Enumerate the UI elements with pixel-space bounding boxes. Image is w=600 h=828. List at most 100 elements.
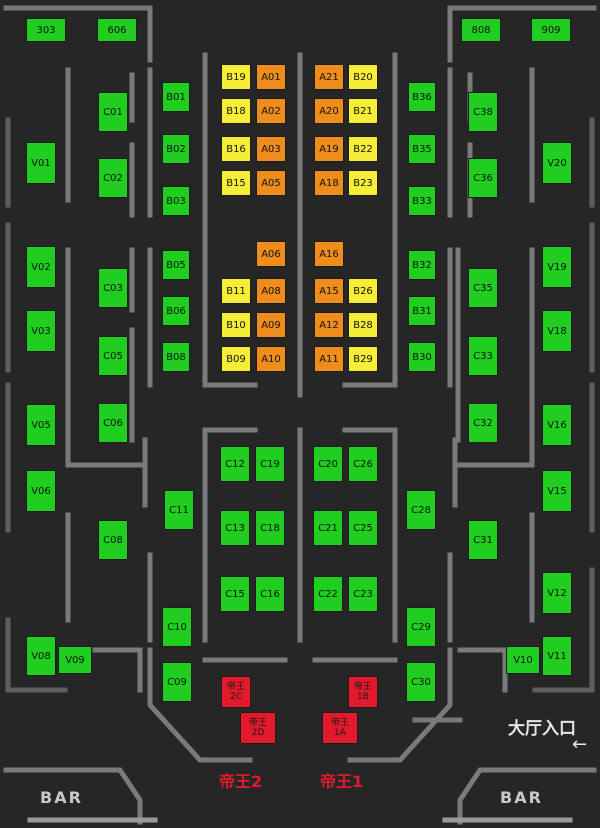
seat-C30[interactable]: C30 xyxy=(406,662,436,702)
seat-303[interactable]: 303 xyxy=(26,18,66,42)
seat-C18[interactable]: C18 xyxy=(255,510,285,546)
seat-C38[interactable]: C38 xyxy=(468,92,498,132)
seat-C11[interactable]: C11 xyxy=(164,490,194,530)
seat-C13[interactable]: C13 xyxy=(220,510,250,546)
seat-king-2C[interactable]: 帝王 2C xyxy=(221,676,251,708)
seat-C32[interactable]: C32 xyxy=(468,403,498,443)
seat-A08[interactable]: A08 xyxy=(256,278,286,304)
seat-V12[interactable]: V12 xyxy=(542,572,572,614)
seat-V20[interactable]: V20 xyxy=(542,142,572,184)
seat-A20[interactable]: A20 xyxy=(314,98,344,124)
seat-A10[interactable]: A10 xyxy=(256,346,286,372)
seat-C20[interactable]: C20 xyxy=(313,446,343,482)
seat-B02[interactable]: B02 xyxy=(162,134,190,164)
seat-C23[interactable]: C23 xyxy=(348,576,378,612)
seat-B31[interactable]: B31 xyxy=(408,296,436,326)
seat-B28[interactable]: B28 xyxy=(348,312,378,338)
seat-C01[interactable]: C01 xyxy=(98,92,128,132)
seat-B32[interactable]: B32 xyxy=(408,250,436,280)
seat-C21[interactable]: C21 xyxy=(313,510,343,546)
king-2C-name: 帝王 xyxy=(226,682,245,692)
seat-V19[interactable]: V19 xyxy=(542,246,572,288)
seat-C28[interactable]: C28 xyxy=(406,490,436,530)
seat-B06[interactable]: B06 xyxy=(162,296,190,326)
seat-B30[interactable]: B30 xyxy=(408,342,436,372)
seat-A05[interactable]: A05 xyxy=(256,170,286,196)
seat-808[interactable]: 808 xyxy=(461,18,501,42)
seat-V15[interactable]: V15 xyxy=(542,470,572,512)
seat-606[interactable]: 606 xyxy=(97,18,137,42)
seat-B33[interactable]: B33 xyxy=(408,186,436,216)
king-1-label: 帝王1 xyxy=(320,772,364,791)
seat-B10[interactable]: B10 xyxy=(221,312,251,338)
seat-B09[interactable]: B09 xyxy=(221,346,251,372)
seat-A09[interactable]: A09 xyxy=(256,312,286,338)
seat-B36[interactable]: B36 xyxy=(408,82,436,112)
seat-B22[interactable]: B22 xyxy=(348,136,378,162)
seat-V06[interactable]: V06 xyxy=(26,470,56,512)
seat-C31[interactable]: C31 xyxy=(468,520,498,560)
seat-B03[interactable]: B03 xyxy=(162,186,190,216)
seat-B15[interactable]: B15 xyxy=(221,170,251,196)
seat-B11[interactable]: B11 xyxy=(221,278,251,304)
seat-C16[interactable]: C16 xyxy=(255,576,285,612)
seat-V09[interactable]: V09 xyxy=(58,646,92,674)
seat-A11[interactable]: A11 xyxy=(314,346,344,372)
seat-C19[interactable]: C19 xyxy=(255,446,285,482)
seat-B29[interactable]: B29 xyxy=(348,346,378,372)
seat-C02[interactable]: C02 xyxy=(98,158,128,198)
seat-A02[interactable]: A02 xyxy=(256,98,286,124)
seat-B20[interactable]: B20 xyxy=(348,64,378,90)
seat-A12[interactable]: A12 xyxy=(314,312,344,338)
king-1B-name: 帝王 xyxy=(353,682,372,692)
seat-C35[interactable]: C35 xyxy=(468,268,498,308)
seat-A21[interactable]: A21 xyxy=(314,64,344,90)
seat-A06[interactable]: A06 xyxy=(256,241,286,267)
seat-B08[interactable]: B08 xyxy=(162,342,190,372)
seat-B26[interactable]: B26 xyxy=(348,278,378,304)
seat-V05[interactable]: V05 xyxy=(26,404,56,446)
seat-A19[interactable]: A19 xyxy=(314,136,344,162)
seat-B18[interactable]: B18 xyxy=(221,98,251,124)
seat-A16[interactable]: A16 xyxy=(314,241,344,267)
seat-B23[interactable]: B23 xyxy=(348,170,378,196)
seat-B05[interactable]: B05 xyxy=(162,250,190,280)
seat-V01[interactable]: V01 xyxy=(26,142,56,184)
seat-V10[interactable]: V10 xyxy=(506,646,540,674)
seat-C15[interactable]: C15 xyxy=(220,576,250,612)
seat-A01[interactable]: A01 xyxy=(256,64,286,90)
seat-A15[interactable]: A15 xyxy=(314,278,344,304)
seat-C29[interactable]: C29 xyxy=(406,607,436,647)
seat-C06[interactable]: C06 xyxy=(98,403,128,443)
seat-C03[interactable]: C03 xyxy=(98,268,128,308)
seat-B21[interactable]: B21 xyxy=(348,98,378,124)
seat-C25[interactable]: C25 xyxy=(348,510,378,546)
seat-B19[interactable]: B19 xyxy=(221,64,251,90)
seat-A03[interactable]: A03 xyxy=(256,136,286,162)
seat-king-1B[interactable]: 帝王 1B xyxy=(348,676,378,708)
seat-C09[interactable]: C09 xyxy=(162,662,192,702)
seat-C33[interactable]: C33 xyxy=(468,336,498,376)
seat-C36[interactable]: C36 xyxy=(468,158,498,198)
seat-V03[interactable]: V03 xyxy=(26,310,56,352)
seat-V02[interactable]: V02 xyxy=(26,246,56,288)
seat-C12[interactable]: C12 xyxy=(220,446,250,482)
king-2D-name: 帝王 xyxy=(248,718,267,728)
seat-C22[interactable]: C22 xyxy=(313,576,343,612)
seat-V18[interactable]: V18 xyxy=(542,310,572,352)
seat-B01[interactable]: B01 xyxy=(162,82,190,112)
seat-C26[interactable]: C26 xyxy=(348,446,378,482)
seat-king-1A[interactable]: 帝王 1A xyxy=(322,712,358,744)
seat-B35[interactable]: B35 xyxy=(408,134,436,164)
seat-909[interactable]: 909 xyxy=(531,18,571,42)
seat-C05[interactable]: C05 xyxy=(98,336,128,376)
seat-V16[interactable]: V16 xyxy=(542,404,572,446)
seat-king-2D[interactable]: 帝王 2D xyxy=(240,712,276,744)
seat-A18[interactable]: A18 xyxy=(314,170,344,196)
seat-C10[interactable]: C10 xyxy=(162,607,192,647)
seat-V11[interactable]: V11 xyxy=(542,636,572,676)
seat-B16[interactable]: B16 xyxy=(221,136,251,162)
seat-V08[interactable]: V08 xyxy=(26,636,56,676)
seat-C08[interactable]: C08 xyxy=(98,520,128,560)
